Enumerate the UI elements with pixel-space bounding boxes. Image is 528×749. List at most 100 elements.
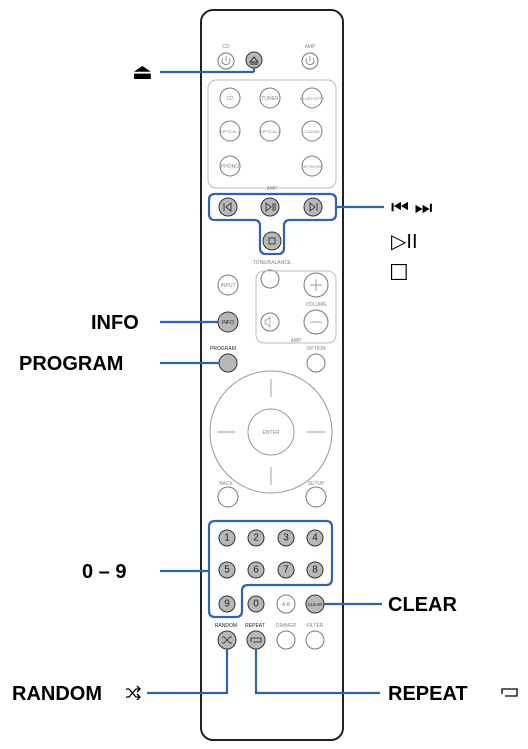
svg-text:5: 5 [224, 565, 230, 576]
repeat-icon [501, 688, 518, 697]
random-callout-label: RANDOM [12, 683, 102, 705]
eject-icon [249, 56, 259, 65]
program-small-label: PROGRAM [210, 346, 236, 352]
svg-text:1: 1 [224, 533, 230, 544]
volume-panel [255, 270, 337, 344]
program-callout-label: PROGRAM [19, 353, 123, 375]
svg-text:INFO: INFO [222, 320, 234, 326]
source-optical2-button[interactable]: OPTICAL2 [259, 120, 281, 142]
source-cd-button[interactable]: CD [219, 87, 241, 109]
power-icon [305, 56, 315, 66]
back-label: BACK [219, 481, 233, 487]
digit-8-button[interactable]: 8 [306, 561, 324, 579]
svg-text:OPTICAL1: OPTICAL1 [220, 129, 240, 134]
source-tuner-button[interactable]: TUNER [259, 87, 281, 109]
repeat-callout-label: REPEAT [388, 683, 468, 705]
stop-icon [268, 237, 276, 245]
skip-back-icon [223, 202, 232, 212]
next-button[interactable] [303, 197, 323, 217]
svg-text:PHONO: PHONO [221, 164, 239, 170]
svg-text:INPUT: INPUT [221, 283, 236, 289]
transport-callout-playpause: ▷II [391, 231, 418, 253]
source-panel [207, 79, 337, 189]
svg-text:NETWORK: NETWORK [302, 164, 323, 169]
svg-text:0: 0 [253, 599, 259, 610]
shuffle-icon [222, 636, 232, 644]
play-pause-icon [265, 202, 276, 212]
back-button[interactable] [217, 486, 239, 508]
filter-button[interactable] [305, 630, 325, 650]
digit-1-button[interactable]: 1 [218, 529, 236, 547]
info-callout-label: INFO [91, 312, 139, 334]
dpad[interactable]: ENTER [209, 370, 333, 494]
transport-callout-skip: ⏮ ⏭ [391, 197, 433, 219]
source-phono-button[interactable]: PHONO [219, 155, 241, 177]
amp2-label: AMP [291, 338, 303, 344]
amp-power-button[interactable] [301, 52, 319, 70]
source-network-button[interactable]: NETWORK [301, 155, 323, 177]
random-callout-line [147, 649, 229, 695]
digit-9-button[interactable]: 9 [218, 595, 236, 613]
dpad-arrows-icon [217, 379, 325, 485]
svg-text:2: 2 [253, 533, 259, 544]
power-icon [221, 56, 231, 66]
setup-label: SETUP [308, 481, 325, 487]
cd-label: CD [222, 44, 230, 50]
volume-up-button[interactable] [303, 272, 329, 298]
digit-3-button[interactable]: 3 [277, 529, 295, 547]
volume-label: VOLUME [305, 302, 327, 308]
svg-text:BLUETOOTH: BLUETOOTH [300, 96, 324, 101]
svg-text:COAXIAL: COAXIAL [303, 129, 321, 134]
skip-forward-icon [309, 202, 318, 212]
amp-section-label: AMP [267, 186, 279, 192]
cd-power-button[interactable] [217, 52, 235, 70]
transport-callout-stop: ☐ [389, 260, 409, 285]
source-coaxial-button[interactable]: COAXIAL [301, 120, 323, 142]
svg-text:TUNER: TUNER [261, 96, 279, 102]
svg-text:3: 3 [283, 533, 289, 544]
source-bluetooth-button[interactable]: BLUETOOTH [300, 87, 324, 109]
mute-icon [264, 316, 271, 328]
svg-text:A-B: A-B [282, 602, 291, 608]
tone-balance-label: TONE/BALANCE [253, 260, 292, 266]
previous-button[interactable] [218, 197, 238, 217]
svg-text:ENTER: ENTER [263, 430, 280, 436]
info-button[interactable]: INFO [217, 311, 239, 333]
svg-text:9: 9 [224, 599, 230, 610]
random-button[interactable] [217, 630, 237, 650]
play-pause-button[interactable] [260, 197, 280, 217]
digit-4-button[interactable]: 4 [306, 529, 324, 547]
amp-label: AMP [305, 44, 317, 50]
transport-highlight [207, 192, 338, 256]
program-button[interactable] [218, 353, 238, 373]
repeat-callout-line [254, 649, 380, 695]
enter-button[interactable]: ENTER [247, 408, 295, 456]
setup-button[interactable] [305, 486, 327, 508]
eject-button[interactable] [245, 51, 263, 69]
tone-balance-button[interactable] [260, 269, 280, 289]
plus-icon [310, 279, 322, 291]
digit-0-button[interactable]: 0 [247, 595, 265, 613]
repeat-button[interactable] [246, 630, 266, 650]
digit-5-button[interactable]: 5 [218, 561, 236, 579]
digit-6-button[interactable]: 6 [247, 561, 265, 579]
dimmer-button[interactable] [276, 630, 296, 650]
ab-repeat-button[interactable]: A-B [276, 594, 296, 614]
option-label: OPTION [306, 346, 326, 352]
repeat-small-label: REPEAT [245, 623, 265, 629]
svg-text:CD: CD [226, 96, 234, 102]
stop-button[interactable] [262, 231, 282, 251]
random-small-label: RANDOM [215, 623, 237, 629]
repeat-icon [250, 637, 262, 643]
volume-down-button[interactable] [303, 309, 329, 335]
mute-button[interactable] [260, 312, 280, 332]
clear-button[interactable]: CLEAR [305, 594, 325, 614]
svg-text:CLEAR: CLEAR [307, 602, 323, 607]
digit-2-button[interactable]: 2 [247, 529, 265, 547]
source-optical1-button[interactable]: OPTICAL1 [219, 120, 241, 142]
digit-7-button[interactable]: 7 [277, 561, 295, 579]
option-button[interactable] [306, 353, 326, 373]
input-button[interactable]: INPUT [217, 274, 239, 296]
